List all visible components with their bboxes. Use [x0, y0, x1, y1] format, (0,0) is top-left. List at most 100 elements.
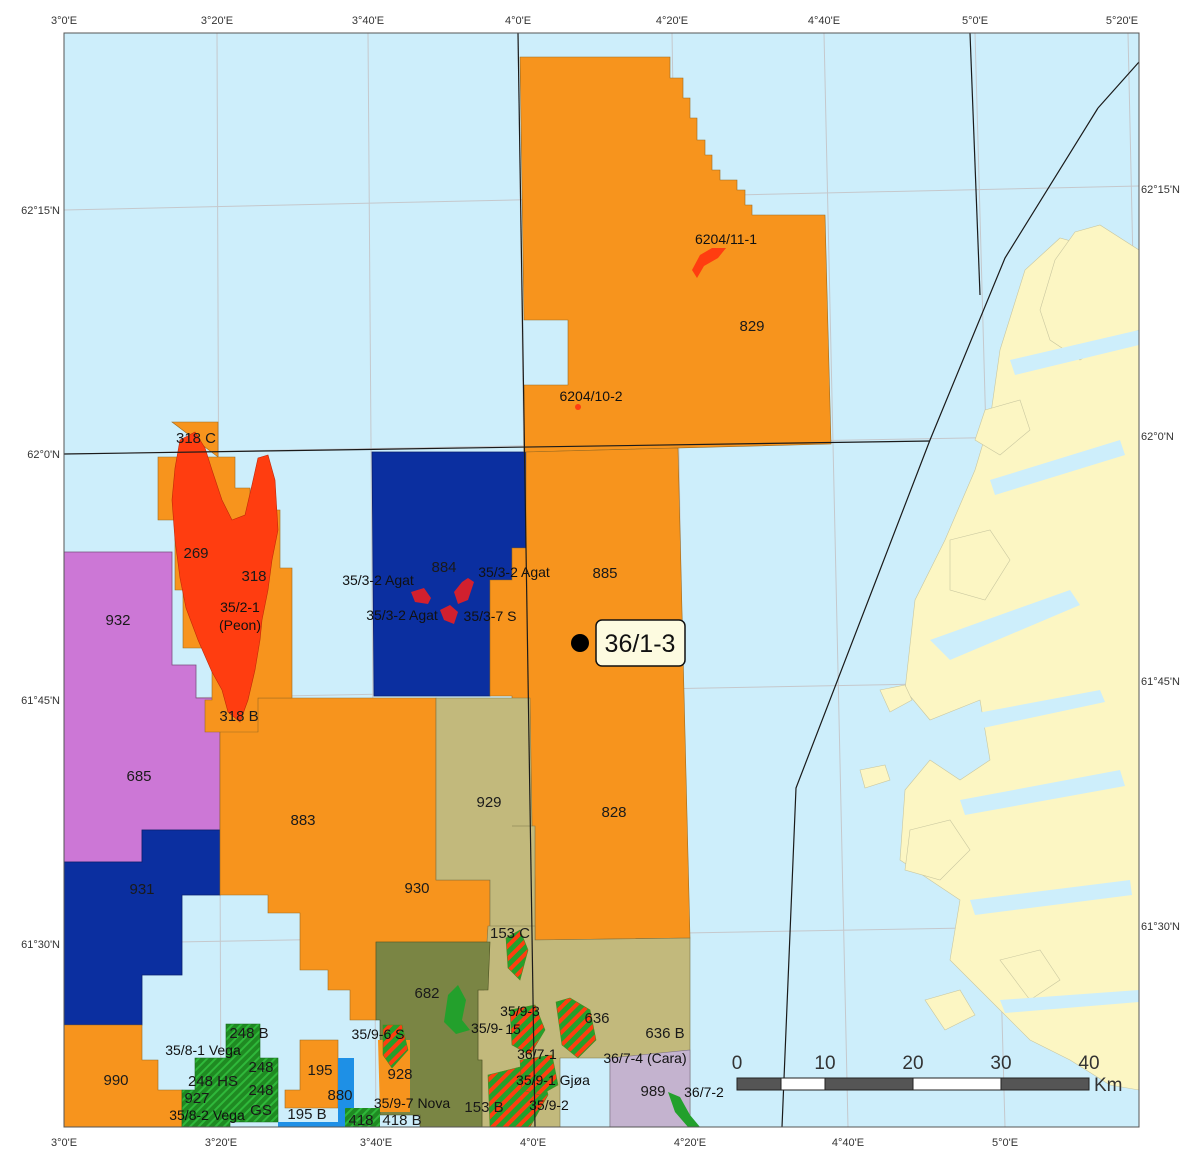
- lon-tick: 4°20'E: [674, 1137, 706, 1149]
- block-label: 636 B: [645, 1025, 684, 1042]
- map-frame: [63, 32, 1140, 1128]
- hatched-fields: [382, 929, 597, 1127]
- lat-tick: 61°45'N: [1141, 676, 1180, 688]
- callout-box: [595, 619, 686, 667]
- agat-fields: [411, 578, 474, 624]
- lon-tick: 4°40'E: [808, 15, 840, 27]
- lon-tick: 3°40'E: [360, 1137, 392, 1149]
- block-label: 929: [476, 794, 501, 811]
- block-label: 248: [248, 1059, 273, 1076]
- fjords: [930, 330, 1139, 1013]
- scale-tick: 30: [990, 1053, 1011, 1074]
- lon-tick: 4°0'E: [520, 1137, 546, 1149]
- block-label: 248: [248, 1082, 273, 1099]
- boundary-lines: [64, 33, 1139, 1127]
- well-labels: 6204/11-1 6204/10-2 35/2-1 (Peon) 35/3-2…: [165, 231, 757, 1123]
- license-195: [284, 1039, 339, 1109]
- well-callout-36-1-3[interactable]: 36/1-3: [571, 619, 686, 667]
- lon-tick: 3°40'E: [352, 15, 384, 27]
- license-929: [435, 697, 536, 943]
- well-label: 15: [505, 1021, 521, 1037]
- well-label: 36/7-1: [517, 1046, 557, 1062]
- field-peon: [171, 431, 279, 723]
- lon-tick: 4°40'E: [832, 1137, 864, 1149]
- lat-tick: 61°45'N: [21, 695, 60, 707]
- well-label: 6204/10-2: [559, 388, 622, 404]
- lon-ticks-top: 3°0'E 3°20'E 3°40'E 4°0'E 4°20'E 4°40'E …: [51, 15, 1138, 27]
- well-label: 35/8-2 Vega: [169, 1107, 245, 1123]
- well-label: 35/9-: [471, 1020, 503, 1036]
- block-label: 682: [414, 985, 439, 1002]
- block-label: 248 HS: [188, 1073, 238, 1090]
- license-989: [609, 1049, 691, 1127]
- scale-tick: 0: [732, 1053, 743, 1074]
- lat-tick: 62°15'N: [1141, 184, 1180, 196]
- well-label: 35/3-2 Agat: [478, 564, 550, 580]
- license-248-927: [181, 1023, 279, 1127]
- lon-tick: 4°20'E: [656, 15, 688, 27]
- well-label: 6204/11-1: [695, 231, 757, 247]
- block-label: 269: [183, 545, 208, 562]
- block-label: 318 B: [219, 708, 258, 725]
- block-label: 153 C: [490, 925, 530, 942]
- block-label: 153 B: [464, 1099, 503, 1116]
- block-label: 248 B: [229, 1025, 268, 1042]
- block-label: 318: [241, 568, 266, 585]
- block-label: 636: [584, 1010, 609, 1027]
- well-label: 35/9-7 Nova: [374, 1095, 450, 1111]
- well-marker: [571, 634, 589, 652]
- block-label: 418 B: [382, 1112, 421, 1129]
- scale-tick: 10: [814, 1053, 835, 1074]
- block-label: 931: [129, 881, 154, 898]
- lat-tick: 61°30'N: [21, 939, 60, 951]
- lat-tick: 62°15'N: [21, 205, 60, 217]
- license-990: [64, 1024, 183, 1127]
- lon-tick: 5°20'E: [1106, 15, 1138, 27]
- well-label: 35/9-3: [500, 1003, 540, 1019]
- lon-tick: 3°0'E: [51, 15, 77, 27]
- well-label: 35/2-1: [220, 599, 260, 615]
- block-label: 829: [739, 318, 764, 335]
- well-label: 36/7-2: [684, 1084, 724, 1100]
- license-418: [345, 1108, 380, 1127]
- well-dot-6204-10: [575, 404, 581, 410]
- block-label: 932: [105, 612, 130, 629]
- lat-tick: 61°30'N: [1141, 921, 1180, 933]
- well-label: 35/9-2: [529, 1097, 569, 1113]
- well-label: 35/3-2 Agat: [366, 607, 438, 623]
- lon-ticks-bottom: 3°0'E 3°20'E 3°40'E 4°0'E 4°20'E 4°40'E …: [51, 1137, 1018, 1149]
- well-label: 35/3-2 Agat: [342, 572, 414, 588]
- block-label: 880: [327, 1087, 352, 1104]
- lon-tick: 4°0'E: [505, 15, 531, 27]
- lon-tick: 3°0'E: [51, 1137, 77, 1149]
- callout-label: 36/1-3: [605, 630, 676, 658]
- block-label: 195 B: [287, 1106, 326, 1123]
- scale-tick: 40: [1078, 1053, 1099, 1074]
- well-label: 35/9-6 S: [352, 1026, 405, 1042]
- well-label: 35/9-1 Gjøa: [516, 1072, 590, 1088]
- well-label: 35/3-7 S: [464, 608, 517, 624]
- block-label: 828: [601, 804, 626, 821]
- block-label: 928: [387, 1066, 412, 1083]
- block-label: 884: [431, 559, 456, 576]
- coastline-land: [859, 224, 1139, 1091]
- lat-ticks-right: 62°15'N 62°0'N 61°45'N 61°30'N: [1141, 184, 1180, 933]
- lon-tick: 5°0'E: [992, 1137, 1018, 1149]
- block-label: 195: [307, 1062, 332, 1079]
- block-label: 927: [184, 1090, 209, 1107]
- block-label: 989: [640, 1083, 665, 1100]
- field-6204-11: [692, 248, 726, 278]
- block-labels: 829 885 828 884 929 930 883 685 932 931 …: [103, 318, 764, 1129]
- scale-bar: 0 10 20 30 40 Km: [732, 1053, 1123, 1096]
- lat-ticks-left: 62°15'N 62°0'N 61°45'N 61°30'N: [21, 205, 60, 951]
- scale-tick: 20: [902, 1053, 923, 1074]
- block-label: 685: [126, 768, 151, 785]
- block-label: 883: [290, 812, 315, 829]
- block-label: 930: [404, 880, 429, 897]
- block-label: 318 C: [176, 430, 216, 447]
- lon-tick: 3°20'E: [201, 15, 233, 27]
- block-label: 418: [348, 1112, 373, 1129]
- block-label: 990: [103, 1072, 128, 1089]
- lon-tick: 5°0'E: [962, 15, 988, 27]
